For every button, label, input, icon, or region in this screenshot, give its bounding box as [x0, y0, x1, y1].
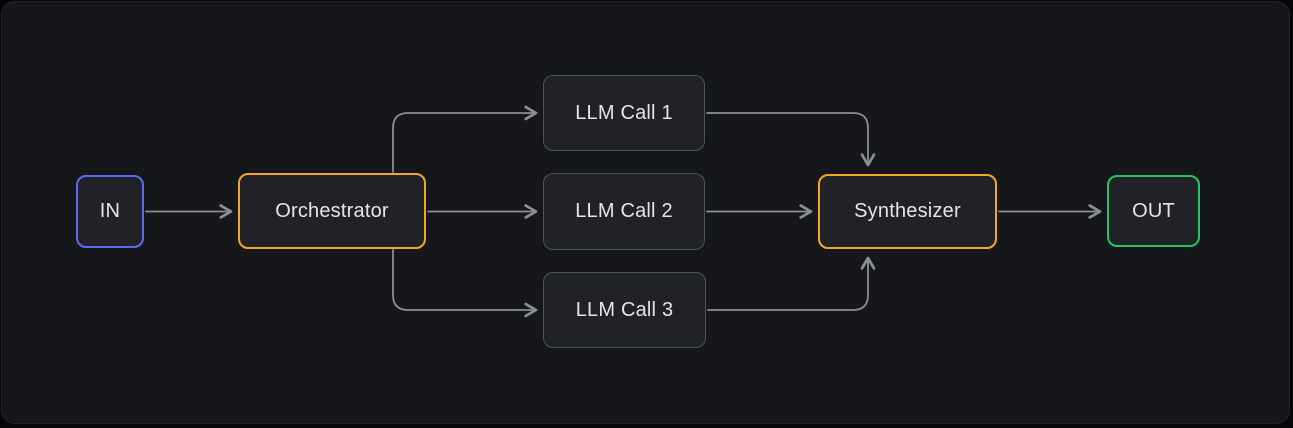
node-synthesizer: Synthesizer: [818, 174, 997, 249]
node-llm-call-1: LLM Call 1: [543, 75, 705, 151]
node-llm-call-3: LLM Call 3: [543, 272, 706, 348]
node-llm-call-2: LLM Call 2: [543, 173, 705, 250]
node-orchestrator: Orchestrator: [238, 173, 426, 249]
node-in: IN: [76, 175, 144, 248]
node-out: OUT: [1107, 175, 1200, 247]
